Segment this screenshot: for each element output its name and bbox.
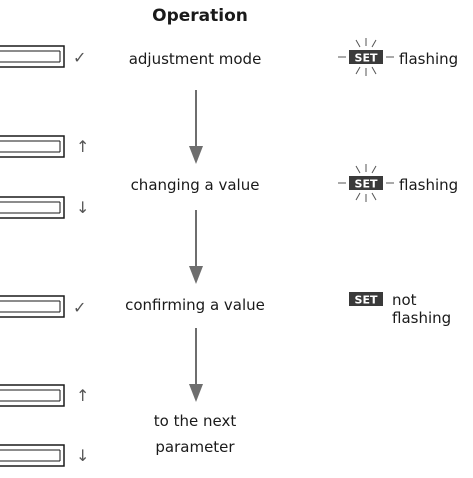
set-indicator-icon: SET bbox=[338, 164, 394, 202]
set-indicator-icon: SET bbox=[349, 292, 383, 307]
button-icon bbox=[0, 45, 65, 68]
check-icon: ✓ bbox=[73, 48, 87, 67]
arrow-up-icon: ↑ bbox=[76, 137, 90, 156]
button-icon bbox=[0, 295, 65, 318]
button-icon bbox=[0, 196, 65, 219]
flow-arrow-3 bbox=[189, 328, 203, 402]
set-indicator-flashing-2: SET bbox=[338, 164, 394, 202]
step-adjustment-mode: adjustment mode bbox=[128, 50, 262, 68]
set-indicator-flashing-1: SET bbox=[338, 38, 394, 76]
operation-title: Operation bbox=[152, 6, 248, 26]
flash-state-2: flashing bbox=[399, 176, 459, 194]
arrow-up-icon: ↑ bbox=[76, 386, 90, 405]
button-icon bbox=[0, 444, 65, 467]
set-label: SET bbox=[355, 294, 378, 307]
arrow-down-icon: ↓ bbox=[76, 446, 90, 465]
step-next-parameter-line2: parameter bbox=[155, 438, 235, 456]
set-indicator-icon: SET bbox=[338, 38, 394, 76]
button-icon bbox=[0, 384, 65, 407]
flow-arrow-1 bbox=[189, 90, 203, 164]
set-label: SET bbox=[355, 52, 378, 65]
button-icon bbox=[0, 135, 65, 158]
flow-arrow-2 bbox=[189, 210, 203, 284]
flash-state-1: flashing bbox=[399, 50, 459, 68]
step-confirming-value: confirming a value bbox=[125, 296, 265, 314]
arrow-down-icon: ↓ bbox=[76, 198, 90, 217]
check-icon: ✓ bbox=[73, 298, 87, 317]
flash-state-3: not flashing bbox=[392, 291, 452, 327]
step-changing-value: changing a value bbox=[130, 176, 260, 194]
set-label: SET bbox=[355, 178, 378, 191]
step-next-parameter-line1: to the next bbox=[153, 412, 237, 430]
